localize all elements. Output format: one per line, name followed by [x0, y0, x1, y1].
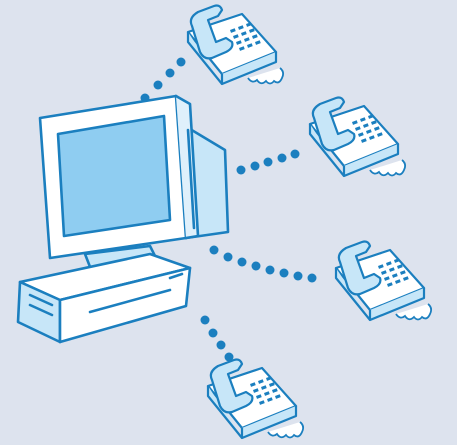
telephone-icon [208, 360, 303, 439]
computer-icon [18, 96, 228, 342]
telephone-icon [336, 242, 431, 321]
telephone-icon [310, 98, 405, 177]
telephone-icon [188, 6, 283, 85]
